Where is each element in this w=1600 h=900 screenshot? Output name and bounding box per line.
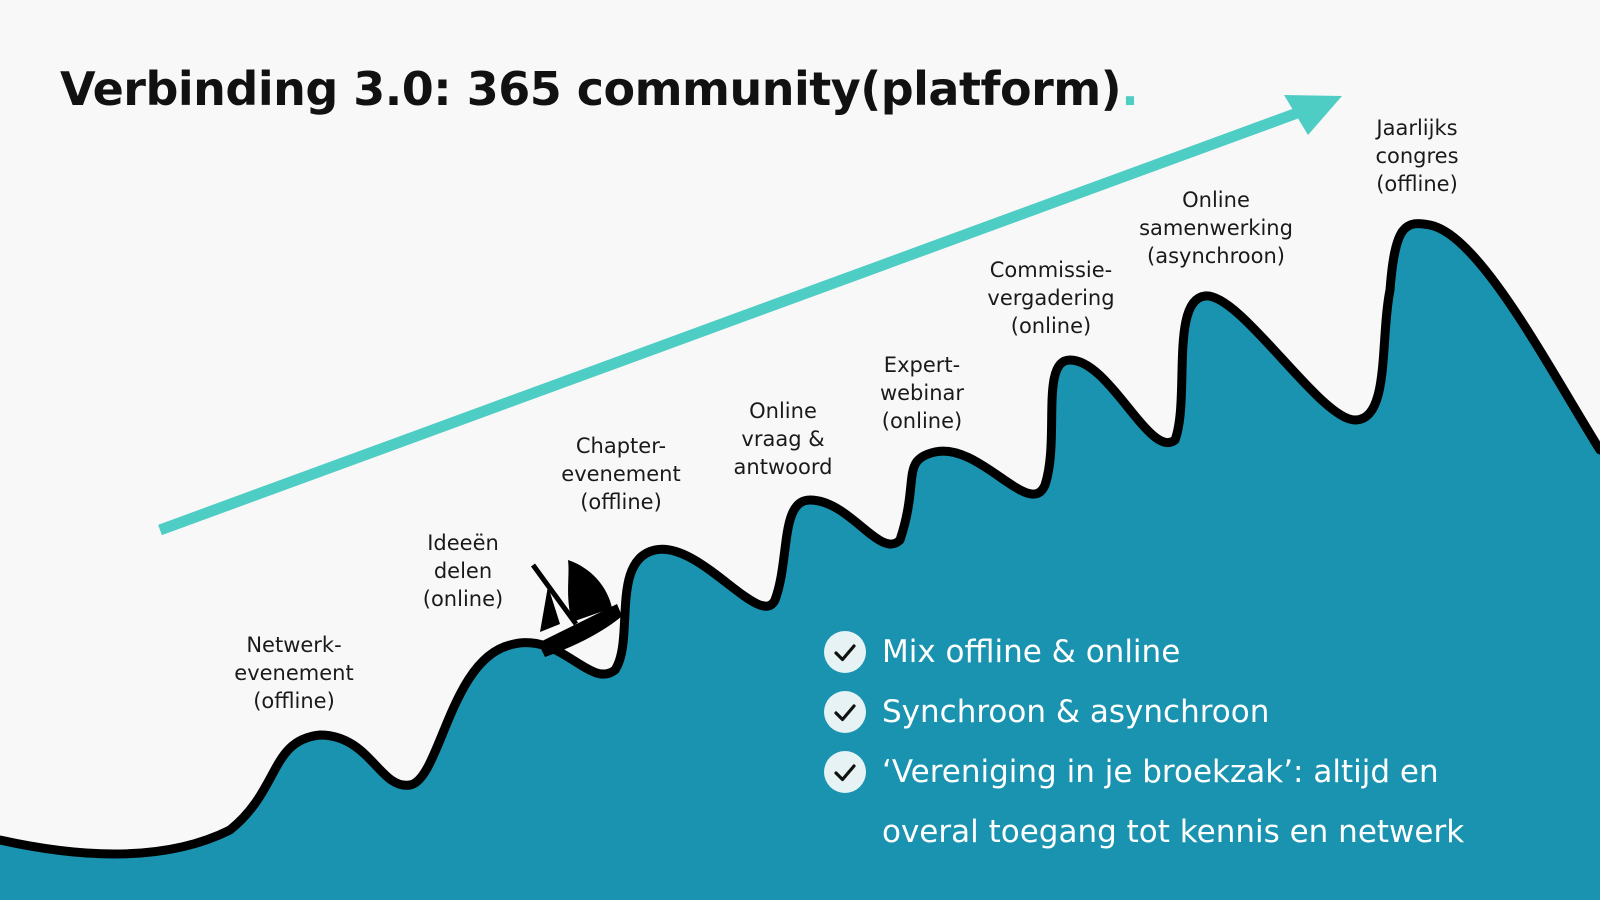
step-label-line: samenwerking	[1139, 216, 1293, 240]
step-label-netwerk-evenement: Netwerk- evenement (offline)	[209, 631, 379, 715]
step-label-line: (offline)	[580, 490, 662, 514]
bullet-text: ‘Vereniging in je broekzak’: altijd en o…	[882, 754, 1465, 850]
growth-arrow	[158, 95, 1342, 536]
check-circle-icon	[824, 631, 866, 673]
step-label-line: Online	[749, 399, 817, 423]
step-label-line: (asynchroon)	[1147, 244, 1285, 268]
step-label-line: (offline)	[1376, 172, 1458, 196]
step-label-chapter-evenement: Chapter- evenement (offline)	[536, 432, 706, 516]
step-label-line: Ideeën	[427, 531, 499, 555]
check-circle-icon	[824, 691, 866, 733]
title-text: Verbinding 3.0: 365 community(platform)	[60, 62, 1122, 116]
step-label-line: (online)	[1010, 314, 1092, 338]
title-dot: .	[1121, 62, 1139, 116]
step-label-line: vergadering	[987, 286, 1115, 310]
step-label-line: Expert-	[883, 353, 961, 377]
bullet-text: Mix offline & online	[882, 634, 1181, 670]
step-label-line: Commissie-	[989, 258, 1113, 282]
list-item: ‘Vereniging in je broekzak’: altijd en o…	[824, 742, 1544, 862]
list-item: Mix offline & online	[824, 622, 1544, 682]
step-label-commissie-vergadering: Commissie- vergadering (online)	[966, 256, 1136, 340]
list-item: Synchroon & asynchroon	[824, 682, 1544, 742]
sailboat-icon	[530, 560, 622, 657]
step-label-line: delen	[433, 559, 493, 583]
step-label-line: antwoord	[733, 455, 833, 479]
wave-area	[0, 223, 1600, 900]
step-label-ideeen-delen: Ideeën delen (online)	[378, 529, 548, 613]
step-label-line: (online)	[422, 587, 504, 611]
step-label-online-samenwerking: Online samenwerking (asynchroon)	[1131, 186, 1301, 270]
bullet-text: Synchroon & asynchroon	[882, 694, 1270, 730]
step-label-line: (online)	[881, 409, 963, 433]
step-label-line: (offline)	[253, 689, 335, 713]
benefits-list: Mix offline & online Synchroon & asynchr…	[824, 622, 1544, 862]
step-label-line: congres	[1375, 144, 1459, 168]
slide-title: Verbinding 3.0: 365 community(platform).	[60, 62, 1139, 116]
step-label-line: webinar	[879, 381, 965, 405]
step-label-line: Netwerk-	[246, 633, 342, 657]
step-label-online-vraag-antwoord: Online vraag & antwoord	[698, 397, 868, 481]
step-label-jaarlijks-congres: Jaarlijks congres (offline)	[1332, 114, 1502, 198]
step-label-line: Online	[1182, 188, 1250, 212]
step-label-expert-webinar: Expert- webinar (online)	[837, 351, 1007, 435]
step-label-line: evenement	[561, 462, 681, 486]
check-circle-icon	[824, 751, 866, 793]
step-label-line: evenement	[234, 661, 354, 685]
wave-outline	[0, 219, 1600, 859]
step-label-line: Jaarlijks	[1376, 116, 1458, 140]
step-label-line: vraag &	[741, 427, 825, 451]
step-label-line: Chapter-	[575, 434, 667, 458]
